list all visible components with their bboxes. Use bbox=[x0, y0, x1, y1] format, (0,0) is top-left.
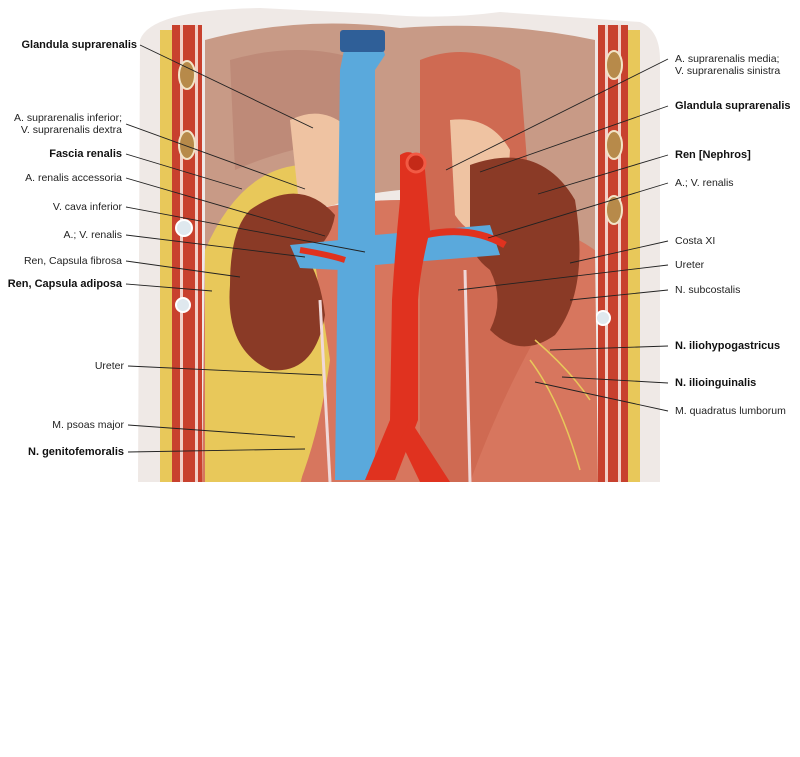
label-a-suprarenalis-inferior: A. suprarenalis inferior; bbox=[14, 112, 122, 124]
label-v-suprarenalis-sinistra: V. suprarenalis sinistra bbox=[675, 65, 781, 77]
label-a-renalis-accessoria: A. renalis accessoria bbox=[25, 172, 122, 184]
label-a-v-renalis-right: A.; V. renalis bbox=[675, 177, 734, 189]
label-n-iliohypogastricus: N. iliohypogastricus bbox=[675, 340, 781, 352]
label-ren-capsula-adiposa: Ren, Capsula adiposa bbox=[7, 278, 122, 290]
label-glandula-suprarenalis-right: Glandula suprarenalis bbox=[675, 100, 791, 112]
torso-illustration bbox=[138, 8, 660, 483]
label-n-ilioinguinalis: N. ilioinguinalis bbox=[675, 377, 757, 389]
label-v-suprarenalis-dextra: V. suprarenalis dextra bbox=[20, 124, 122, 136]
label-glandula-suprarenalis-left: Glandula suprarenalis bbox=[21, 39, 137, 51]
label-costa-xi: Costa XI bbox=[675, 235, 716, 247]
label-m-quadratus-lumborum: M. quadratus lumborum bbox=[675, 405, 786, 417]
label-fascia-renalis: Fascia renalis bbox=[49, 148, 122, 160]
label-ren-nephros: Ren [Nephros] bbox=[675, 149, 751, 161]
leader-lines-left bbox=[125, 44, 366, 453]
label-a-suprarenalis-media: A. suprarenalis media; bbox=[675, 53, 780, 65]
anatomy-figure bbox=[125, 8, 669, 483]
leader-lines-right bbox=[445, 58, 669, 412]
label-a-v-renalis-left: A.; V. renalis bbox=[63, 229, 122, 241]
label-ren-capsula-fibrosa: Ren, Capsula fibrosa bbox=[23, 255, 122, 267]
label-n-subcostalis: N. subcostalis bbox=[675, 284, 741, 296]
label-n-genitofemoralis: N. genitofemoralis bbox=[28, 446, 124, 458]
label-v-cava-inferior: V. cava inferior bbox=[52, 201, 122, 213]
label-ureter-left: Ureter bbox=[94, 360, 124, 372]
label-m-psoas-major: M. psoas major bbox=[52, 419, 124, 431]
label-ureter-right: Ureter bbox=[675, 259, 705, 271]
